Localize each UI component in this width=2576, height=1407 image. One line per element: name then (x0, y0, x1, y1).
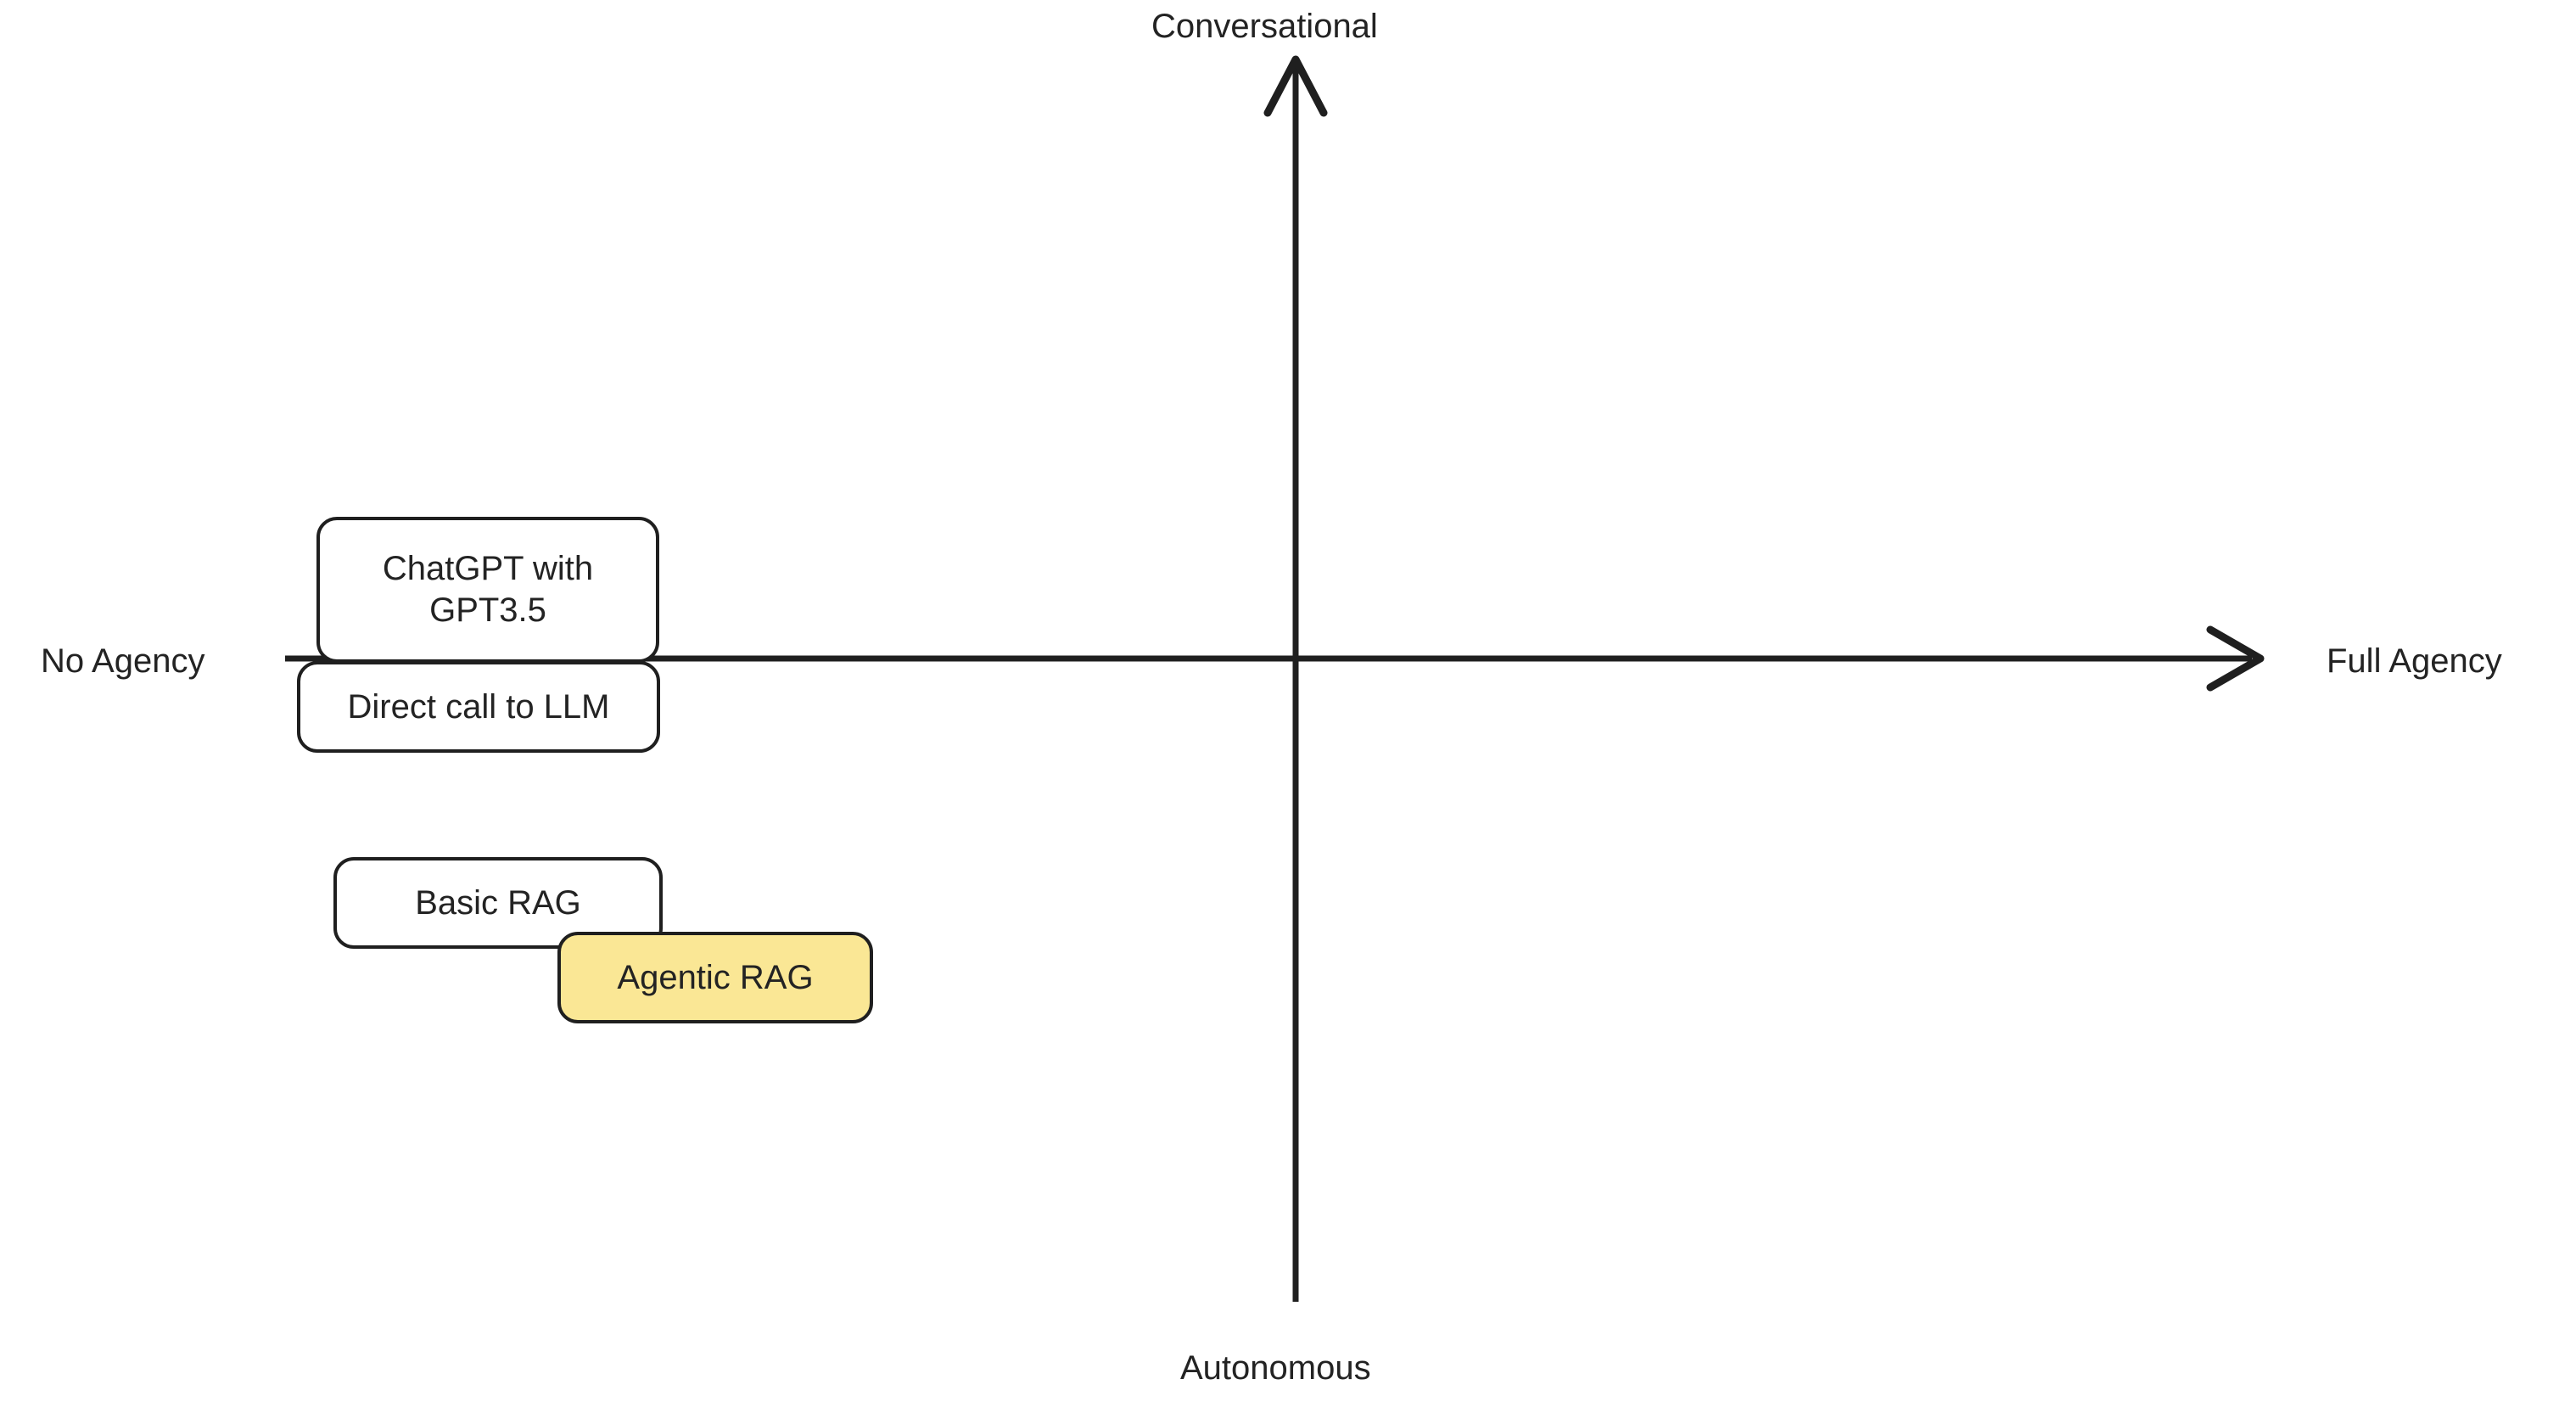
node-label: Basic RAG (415, 883, 581, 922)
node-label: Agentic RAG (617, 958, 814, 996)
axis-label-conversational: Conversational (1151, 8, 1378, 45)
horizontal-axis-arrowhead (2206, 625, 2265, 692)
axis-label-full-agency: Full Agency (2327, 642, 2502, 680)
axis-label-no-agency: No Agency (41, 642, 205, 680)
vertical-axis-arrowhead (1263, 55, 1328, 117)
node-label: Direct call to LLM (347, 687, 610, 726)
node-label-line1: ChatGPT with (382, 550, 594, 588)
node-label-line2: GPT3.5 (429, 591, 546, 629)
node-agentic-rag[interactable]: Agentic RAG (557, 932, 873, 1023)
node-basic-rag[interactable]: Basic RAG (333, 857, 663, 949)
axis-label-autonomous: Autonomous (1180, 1349, 1371, 1387)
node-direct-call-to-llm[interactable]: Direct call to LLM (297, 661, 660, 753)
